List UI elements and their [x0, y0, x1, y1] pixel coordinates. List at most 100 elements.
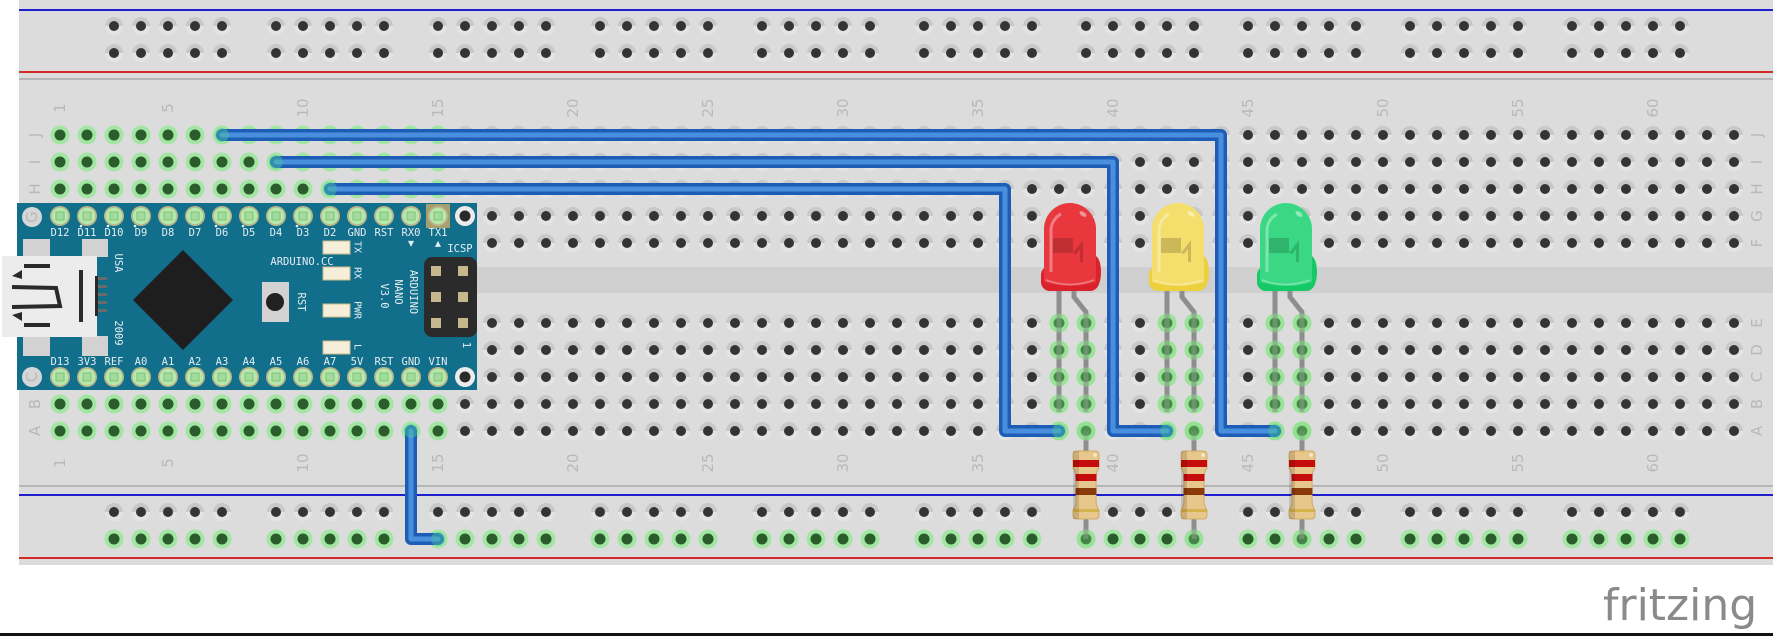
- breadboard-hole[interactable]: [1617, 422, 1635, 440]
- breadboard-hole[interactable]: [1590, 368, 1608, 386]
- breadboard-hole[interactable]: [672, 44, 690, 62]
- breadboard-hole[interactable]: [672, 368, 690, 386]
- breadboard-hole[interactable]: [158, 529, 178, 549]
- breadboard-hole[interactable]: [105, 503, 123, 521]
- breadboard-hole[interactable]: [1185, 44, 1203, 62]
- breadboard-hole[interactable]: [510, 422, 528, 440]
- breadboard-hole[interactable]: [1643, 529, 1663, 549]
- breadboard-hole[interactable]: [1482, 207, 1500, 225]
- breadboard-hole[interactable]: [1671, 153, 1689, 171]
- breadboard-hole[interactable]: [780, 368, 798, 386]
- breadboard-hole[interactable]: [158, 125, 178, 145]
- breadboard-hole[interactable]: [294, 17, 312, 35]
- breadboard-hole[interactable]: [1400, 529, 1420, 549]
- breadboard-hole[interactable]: [969, 314, 987, 332]
- breadboard-hole[interactable]: [888, 341, 906, 359]
- breadboard-hole[interactable]: [1266, 153, 1284, 171]
- nano-pin[interactable]: [131, 206, 151, 226]
- breadboard-hole[interactable]: [1401, 368, 1419, 386]
- breadboard-hole[interactable]: [77, 421, 97, 441]
- breadboard-hole[interactable]: [914, 529, 934, 549]
- breadboard-hole[interactable]: [401, 394, 421, 414]
- breadboard-hole[interactable]: [1104, 17, 1122, 35]
- breadboard-hole[interactable]: [942, 368, 960, 386]
- breadboard-hole[interactable]: [699, 234, 717, 252]
- nano-pin[interactable]: [320, 367, 340, 387]
- breadboard-hole[interactable]: [50, 421, 70, 441]
- breadboard-hole[interactable]: [293, 529, 313, 549]
- breadboard-hole[interactable]: [591, 368, 609, 386]
- breadboard-hole[interactable]: [104, 152, 124, 172]
- breadboard-hole[interactable]: [1617, 368, 1635, 386]
- breadboard-hole[interactable]: [1698, 153, 1716, 171]
- breadboard-hole[interactable]: [1671, 44, 1689, 62]
- breadboard-hole[interactable]: [807, 368, 825, 386]
- breadboard-hole[interactable]: [159, 503, 177, 521]
- breadboard-hole[interactable]: [915, 207, 933, 225]
- breadboard-hole[interactable]: [1590, 503, 1608, 521]
- breadboard-hole[interactable]: [915, 341, 933, 359]
- breadboard-hole[interactable]: [1374, 314, 1392, 332]
- breadboard-hole[interactable]: [1320, 180, 1338, 198]
- breadboard-hole[interactable]: [1050, 180, 1068, 198]
- breadboard-hole[interactable]: [780, 341, 798, 359]
- breadboard-hole[interactable]: [1239, 368, 1257, 386]
- breadboard-hole[interactable]: [726, 368, 744, 386]
- breadboard-hole[interactable]: [510, 234, 528, 252]
- breadboard-hole[interactable]: [779, 529, 799, 549]
- resistor[interactable]: [1288, 431, 1316, 539]
- breadboard-hole[interactable]: [239, 152, 259, 172]
- breadboard-hole[interactable]: [591, 207, 609, 225]
- breadboard-hole[interactable]: [564, 341, 582, 359]
- breadboard-hole[interactable]: [753, 503, 771, 521]
- breadboard-hole[interactable]: [672, 395, 690, 413]
- breadboard-hole[interactable]: [1131, 180, 1149, 198]
- breadboard-hole[interactable]: [564, 395, 582, 413]
- breadboard-hole[interactable]: [1374, 126, 1392, 144]
- breadboard-hole[interactable]: [483, 422, 501, 440]
- breadboard-hole[interactable]: [1617, 44, 1635, 62]
- breadboard-hole[interactable]: [1698, 368, 1716, 386]
- breadboard-hole[interactable]: [699, 207, 717, 225]
- breadboard-hole[interactable]: [267, 44, 285, 62]
- breadboard-hole[interactable]: [294, 503, 312, 521]
- resistor[interactable]: [1072, 431, 1100, 539]
- breadboard-hole[interactable]: [1320, 44, 1338, 62]
- breadboard-hole[interactable]: [185, 421, 205, 441]
- breadboard-hole[interactable]: [293, 394, 313, 414]
- breadboard-hole[interactable]: [1590, 395, 1608, 413]
- breadboard-hole[interactable]: [537, 341, 555, 359]
- wire-endpoint[interactable]: [1268, 424, 1282, 438]
- breadboard-hole[interactable]: [1671, 207, 1689, 225]
- breadboard-hole[interactable]: [644, 529, 664, 549]
- breadboard-hole[interactable]: [834, 44, 852, 62]
- breadboard-hole[interactable]: [50, 152, 70, 172]
- breadboard-hole[interactable]: [1374, 341, 1392, 359]
- breadboard-hole[interactable]: [1401, 395, 1419, 413]
- nano-pin[interactable]: [212, 206, 232, 226]
- breadboard-hole[interactable]: [1320, 153, 1338, 171]
- breadboard-hole[interactable]: [375, 17, 393, 35]
- breadboard-hole[interactable]: [1265, 529, 1285, 549]
- breadboard-hole[interactable]: [537, 314, 555, 332]
- breadboard-hole[interactable]: [942, 395, 960, 413]
- breadboard-hole[interactable]: [1023, 341, 1041, 359]
- breadboard-hole[interactable]: [159, 44, 177, 62]
- breadboard-hole[interactable]: [1509, 341, 1527, 359]
- breadboard-hole[interactable]: [617, 529, 637, 549]
- nano-pin[interactable]: [131, 367, 151, 387]
- breadboard-hole[interactable]: [1725, 234, 1743, 252]
- breadboard-hole[interactable]: [1131, 341, 1149, 359]
- breadboard-hole[interactable]: [1536, 422, 1554, 440]
- breadboard-hole[interactable]: [347, 529, 367, 549]
- breadboard-hole[interactable]: [672, 422, 690, 440]
- breadboard-hole[interactable]: [1563, 153, 1581, 171]
- breadboard-hole[interactable]: [1563, 503, 1581, 521]
- breadboard-hole[interactable]: [158, 394, 178, 414]
- breadboard-hole[interactable]: [1590, 422, 1608, 440]
- breadboard-hole[interactable]: [1347, 17, 1365, 35]
- breadboard-hole[interactable]: [753, 17, 771, 35]
- breadboard-hole[interactable]: [1590, 180, 1608, 198]
- breadboard-hole[interactable]: [1698, 422, 1716, 440]
- nano-pin[interactable]: [77, 206, 97, 226]
